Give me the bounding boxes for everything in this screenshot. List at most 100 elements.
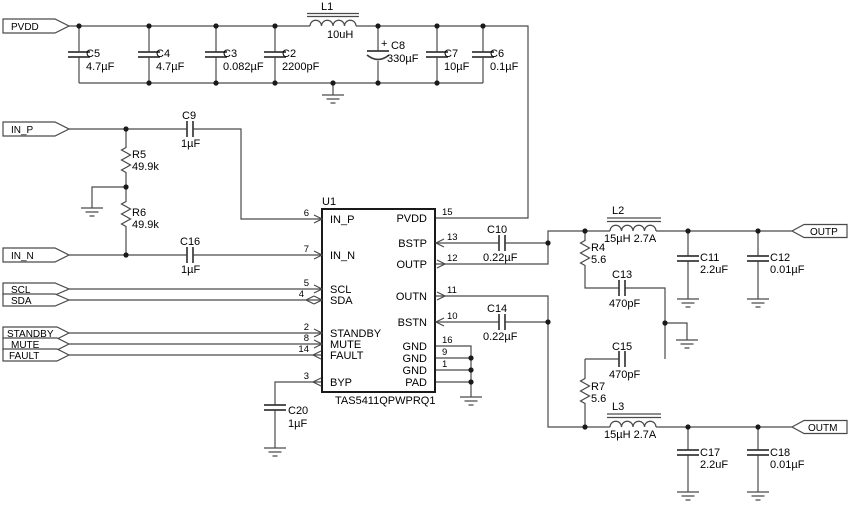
ic-pin-name-outn: OUTN (396, 291, 427, 303)
ic-pin-num-6: 6 (304, 208, 309, 219)
pin6-arrow-icon (313, 214, 324, 224)
val-R7: 5.6 (591, 393, 606, 405)
ground-symbol (746, 491, 770, 501)
connector-label-pvdd: PVDD (11, 22, 39, 33)
ground-symbol (263, 447, 287, 457)
ic-pin-num-12: 12 (447, 253, 458, 264)
ic-pin-num-8: 8 (304, 333, 309, 344)
val-C11: 2.2uF (700, 264, 728, 276)
ground-symbol (675, 339, 699, 349)
ic-pin-num-3: 3 (304, 371, 309, 382)
pin7-arrow-icon (313, 250, 324, 260)
val-C14: 0.22µF (483, 331, 518, 343)
ref-C6: C6 (490, 48, 504, 60)
ic-pin-name-in-p: IN_P (330, 214, 354, 226)
ic-pin-num-5: 5 (304, 278, 309, 289)
wire-snubber-p (584, 231, 688, 359)
val-L2: 15µH 2.7A (604, 233, 657, 245)
wire-outn-net (435, 295, 792, 428)
wire-cap-bank-leads (78, 26, 484, 83)
connector-label-outp: OUTP (810, 227, 838, 238)
ic-pin-num-11: 11 (447, 285, 457, 296)
val-C3: 0.082µF (223, 61, 264, 73)
ic-text: U1 TAS5411QPWPRQ1 IN_P IN_N SCL SDA STAN… (298, 196, 457, 407)
connector-label-standby: STANDBY (7, 329, 54, 340)
connector-flag-mute (2, 337, 71, 351)
capacitor-symbols (68, 50, 769, 456)
ic-pin-num-7: 7 (304, 244, 309, 255)
ref-C16: C16 (180, 236, 200, 248)
wire-bias-divider (91, 129, 127, 255)
inductor-L3-symbol (607, 413, 661, 428)
ic-pin-name-fault: FAULT (330, 350, 364, 362)
ic-pin-name-gnd1: GND (403, 365, 428, 377)
ref-C11: C11 (700, 252, 719, 264)
wire-snubber-n (584, 358, 619, 427)
val-L3: 15µH 2.7A (604, 429, 657, 441)
val-R4: 5.6 (591, 254, 606, 266)
val-C9: 1µF (181, 138, 200, 150)
wire-gnd-pins (435, 345, 472, 397)
ref-C8: C8 (391, 40, 405, 52)
wire-gnd-rail (79, 82, 483, 95)
ref-C7: C7 (444, 48, 458, 60)
pin8-arrow-icon (313, 339, 324, 349)
ic-pin-num-2: 2 (304, 322, 309, 333)
ground-symbol (676, 491, 700, 501)
val-C7: 10µF (444, 61, 470, 73)
val-C8: 330µF (387, 53, 419, 65)
ic-pin-name-gnd9: GND (403, 353, 428, 365)
ic-pin-name-byp: BYP (330, 377, 352, 389)
ref-C14: C14 (487, 303, 507, 315)
val-R5: 49.9k (132, 161, 159, 173)
val-C16: 1µF (181, 264, 200, 276)
resistor-R7-symbol (579, 375, 591, 407)
ground-symbol (80, 207, 104, 217)
connector-flag-scl (2, 282, 71, 296)
ref-C9: C9 (182, 110, 196, 122)
ic-pin-num-14: 14 (298, 344, 309, 355)
ic-ref-label: U1 (322, 196, 336, 208)
val-C12: 0.01µF (770, 264, 805, 276)
ic-pin-name-outp: OUTP (396, 259, 427, 271)
ic-pin-name-mute: MUTE (330, 339, 361, 351)
ic-pin-num-16: 16 (442, 335, 453, 346)
ground-symbol (746, 298, 770, 308)
val-C4: 4.7µF (156, 61, 185, 73)
wire-byp (274, 381, 322, 448)
connector-label-in-p: IN_P (11, 125, 34, 136)
ref-C18: C18 (770, 447, 790, 459)
ref-C17: C17 (700, 447, 720, 459)
connector-flag-in-p (2, 121, 71, 137)
connector-flag-outp (790, 223, 848, 239)
ref-C5: C5 (86, 48, 100, 60)
connector-label-scl: SCL (11, 285, 31, 296)
pin5-arrow-icon (313, 284, 324, 294)
pin-arrows (304, 214, 447, 387)
inductor-symbols (307, 12, 661, 428)
ic-u1-body (321, 208, 436, 393)
ref-R4: R4 (591, 242, 605, 254)
ic-pin-name-bstn: BSTN (398, 317, 427, 329)
component-labels: C5 4.7µF C4 4.7µF C3 0.082µF C2 2200pF +… (86, 1, 805, 471)
ic-pin-num-1: 1 (442, 359, 447, 370)
pin3-arrow-icon (311, 377, 322, 387)
ref-R5: R5 (132, 149, 146, 161)
ref-C10: C10 (487, 224, 507, 236)
val-C10: 0.22µF (483, 252, 518, 264)
pin2-arrow-icon (313, 328, 324, 338)
resistor-R5-symbol (120, 144, 132, 176)
connector-label-in-n: IN_N (11, 251, 34, 262)
pin14-arrow-icon (311, 350, 322, 360)
ic-part-number: TAS5411QPWPRQ1 (335, 395, 435, 407)
wire-outp-net (435, 230, 792, 265)
ref-C20: C20 (288, 405, 308, 417)
polarity-C8: + (381, 38, 387, 50)
ground-symbol (321, 94, 345, 104)
resistor-R4-symbol (579, 237, 591, 269)
ref-C2: C2 (282, 48, 296, 60)
connector-flag-standby (2, 326, 71, 340)
connector-flags: PVDD IN_P IN_N SCL SDA STANDBY MUTE FAUL… (2, 18, 848, 435)
ic-pin-name-pvdd: PVDD (396, 213, 427, 225)
